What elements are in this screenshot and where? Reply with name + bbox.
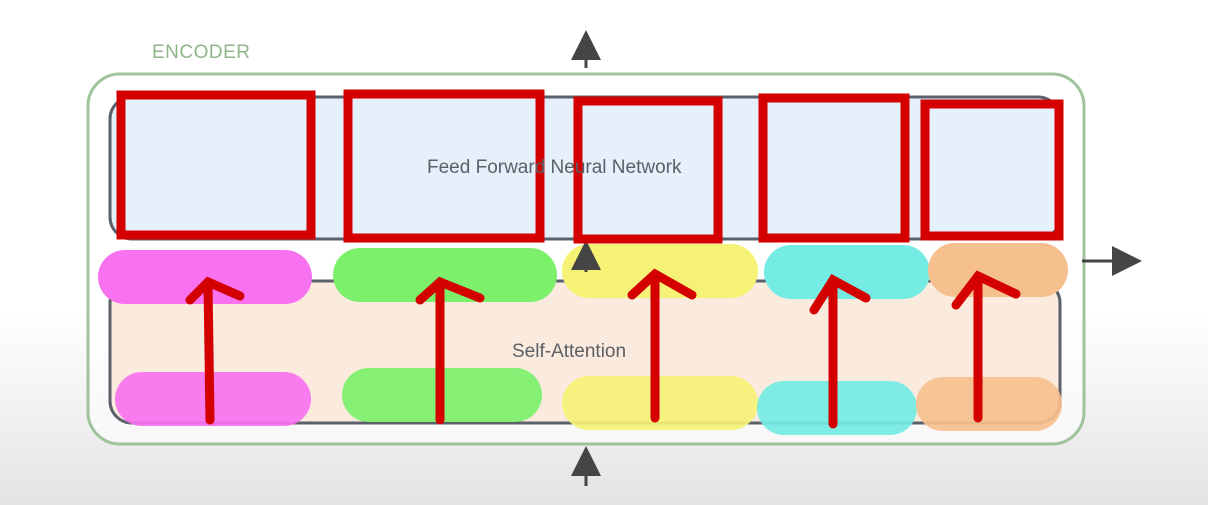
annotation-arrow-2	[415, 276, 485, 425]
annotation-arrow-3	[627, 268, 697, 423]
token-input-3	[562, 376, 758, 430]
token-output-3	[562, 244, 758, 298]
annotation-box-2	[343, 89, 545, 243]
token-input-5	[916, 377, 1062, 431]
annotation-arrow-1	[185, 276, 245, 425]
ffn-label: Feed Forward Neural Network	[427, 157, 682, 178]
token-output-5	[928, 243, 1068, 297]
annotation-box-1	[116, 90, 316, 240]
token-output-2	[333, 248, 557, 302]
annotation-box-4	[758, 93, 910, 243]
annotation-box-3	[573, 96, 723, 244]
annotation-box-5	[920, 99, 1064, 241]
encoder-title: ENCODER	[152, 42, 251, 63]
annotation-arrow-5	[951, 270, 1021, 423]
self-attention-label: Self-Attention	[512, 341, 627, 362]
token-output-1	[98, 250, 312, 304]
annotation-arrow-4	[809, 274, 871, 429]
token-output-4	[764, 245, 930, 299]
